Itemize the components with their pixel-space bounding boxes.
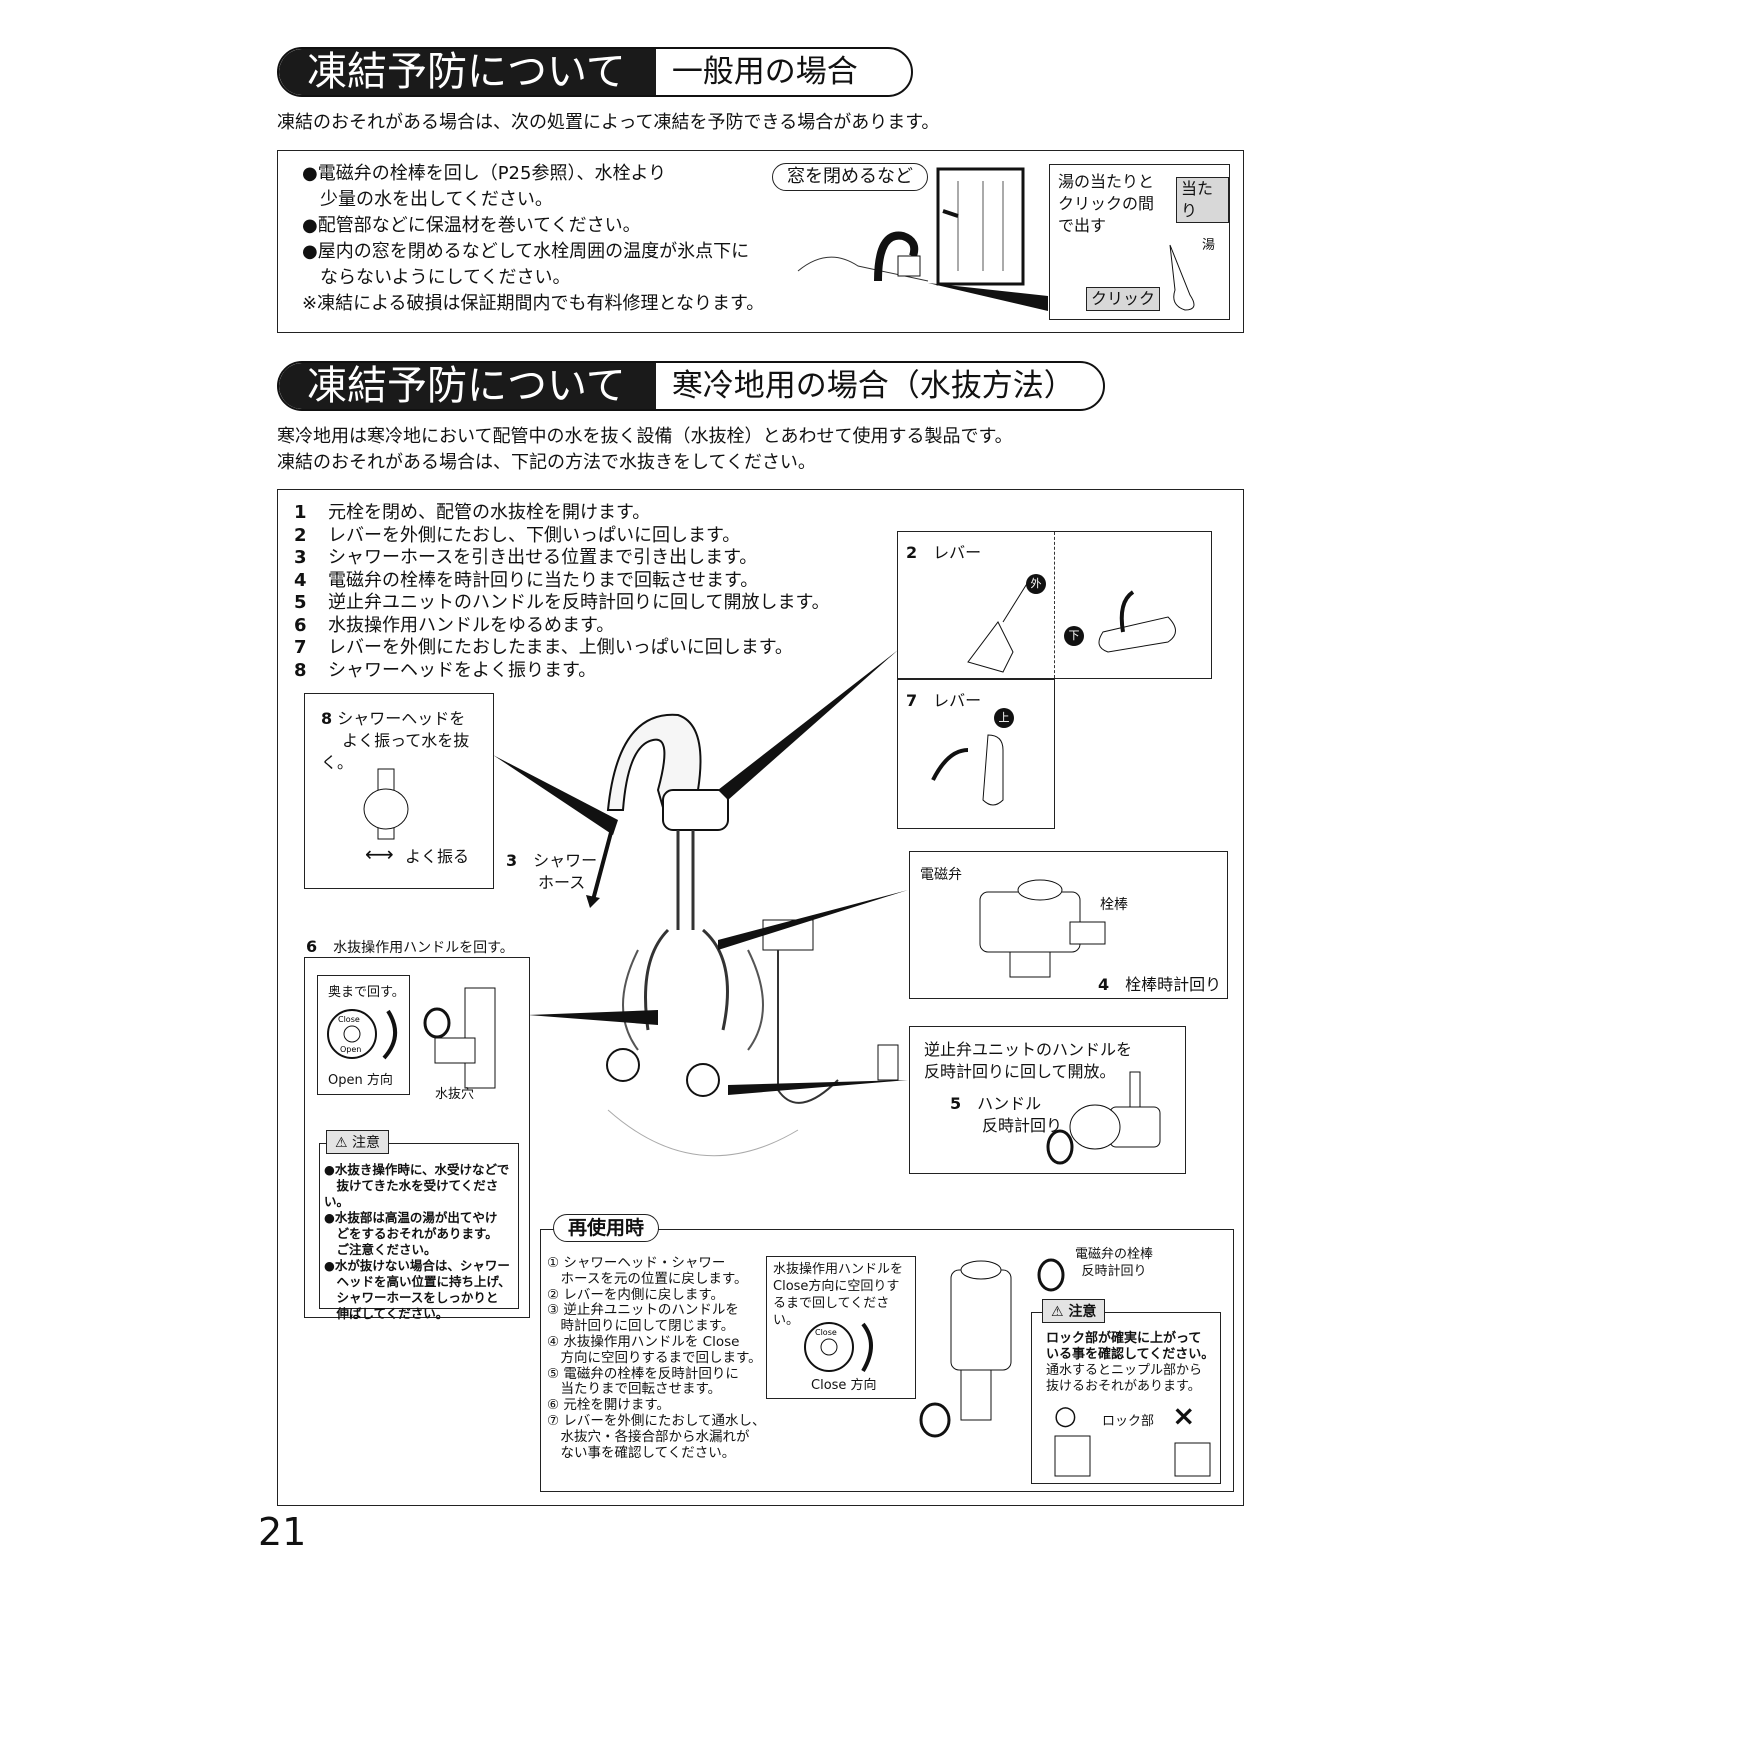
badge-up: 上 (994, 708, 1014, 728)
lock-part-illustration (1054, 1435, 1211, 1477)
lever-icon (1169, 244, 1195, 311)
faucet-main-illustration (493, 650, 908, 1157)
window-label: 窓を閉めるなど (772, 163, 928, 191)
badge-out: 外 (1026, 574, 1046, 594)
tag-click: クリック (1086, 287, 1161, 311)
reuse-steps: ① シャワーヘッド・シャワー ホースを元の位置に戻します。② レバーを内側に戻し… (547, 1255, 766, 1461)
svg-text:Close: Close (338, 1015, 360, 1024)
shower-head-hand-icon (363, 768, 409, 840)
fig8-box: 8 シャワーヘッドを よく振って水を抜く。 ⟷ よく振る (304, 693, 494, 889)
lever-inset: 湯の当たりと クリックの間 で出す 当たり クリック 湯 (1049, 164, 1230, 320)
ok-mark: ○ (1054, 1401, 1077, 1431)
warning-icon: ⚠ (335, 1135, 348, 1151)
lever-up-illustration (931, 734, 1004, 806)
svg-text:Close: Close (815, 1328, 837, 1337)
section1-title: 凍結予防について (279, 49, 656, 95)
fig3-label: 3 シャワー ホース (506, 851, 598, 892)
lever-rotation-illustration (967, 581, 1176, 673)
reuse-box: 再使用時 ① シャワーヘッド・シャワー ホースを元の位置に戻します。② レバーを… (540, 1214, 1234, 1492)
ng-mark: × (1172, 1399, 1196, 1432)
section2-heading: 凍結予防について 寒冷地用の場合（水抜方法） (277, 361, 1105, 411)
tag-atari: 当たり (1176, 177, 1229, 223)
svg-text:Open: Open (340, 1045, 361, 1054)
fig2-box: 2 レバー 外 下 (897, 531, 1212, 679)
section2-intro: 寒冷地用は寒冷地において配管中の水を抜く設備（水抜栓）とあわせて使用する製品です… (277, 426, 1013, 473)
caution1-box: ⚠ 注意 ●水抜き操作時に、水受けなどで 抜けてきた水を受けてください。●水抜部… (319, 1130, 519, 1321)
shake-arrow-icon: ⟷ (365, 842, 394, 866)
drain-handle-illustration (423, 987, 496, 1089)
reuse-title: 再使用時 (553, 1214, 660, 1242)
dial-close-icon: Close (804, 1322, 873, 1373)
check-valve-illustration (1046, 1071, 1161, 1165)
caution-badge: ⚠ 注意 (1042, 1299, 1106, 1323)
section1-bullets: ●電磁弁の栓棒を回し（P25参照）、水栓より 少量の水を出してください。 ●配管… (302, 163, 765, 314)
section1-heading: 凍結予防について 一般用の場合 (277, 47, 913, 97)
valve-reuse-illustration (919, 1258, 1065, 1438)
section1-box: ●電磁弁の栓棒を回し（P25参照）、水栓より 少量の水を出してください。 ●配管… (277, 150, 1244, 333)
solenoid-valve-illustration (979, 879, 1106, 978)
section1-intro: 凍結のおそれがある場合は、次の処置によって凍結を予防できる場合があります。 (277, 112, 940, 133)
caution-badge: ⚠ 注意 (326, 1130, 390, 1154)
section2-subtitle: 寒冷地用の場合（水抜方法） (671, 368, 1075, 404)
badge-down: 下 (1064, 626, 1084, 646)
faucet-window-illustration (797, 167, 1048, 311)
fig4-box: 電磁弁 栓棒 4 栓棒時計回り (909, 851, 1228, 999)
fig7-box: 7 レバー 上 (897, 679, 1055, 829)
caution2-box: ⚠ 注意 ロック部が確実に上がっている事を確認してください。通水するとニップル部… (1031, 1299, 1221, 1484)
label-hot: 湯 (1202, 238, 1216, 253)
section2-title: 凍結予防について (279, 363, 656, 409)
fig5-box: 逆止弁ユニットのハンドルを反時計回りに回して開放。 5 ハンドル 反時計回り (909, 1026, 1186, 1174)
section1-subtitle: 一般用の場合 (671, 54, 858, 90)
page-number: 21 (258, 1510, 307, 1554)
warning-icon: ⚠ (1051, 1304, 1064, 1320)
